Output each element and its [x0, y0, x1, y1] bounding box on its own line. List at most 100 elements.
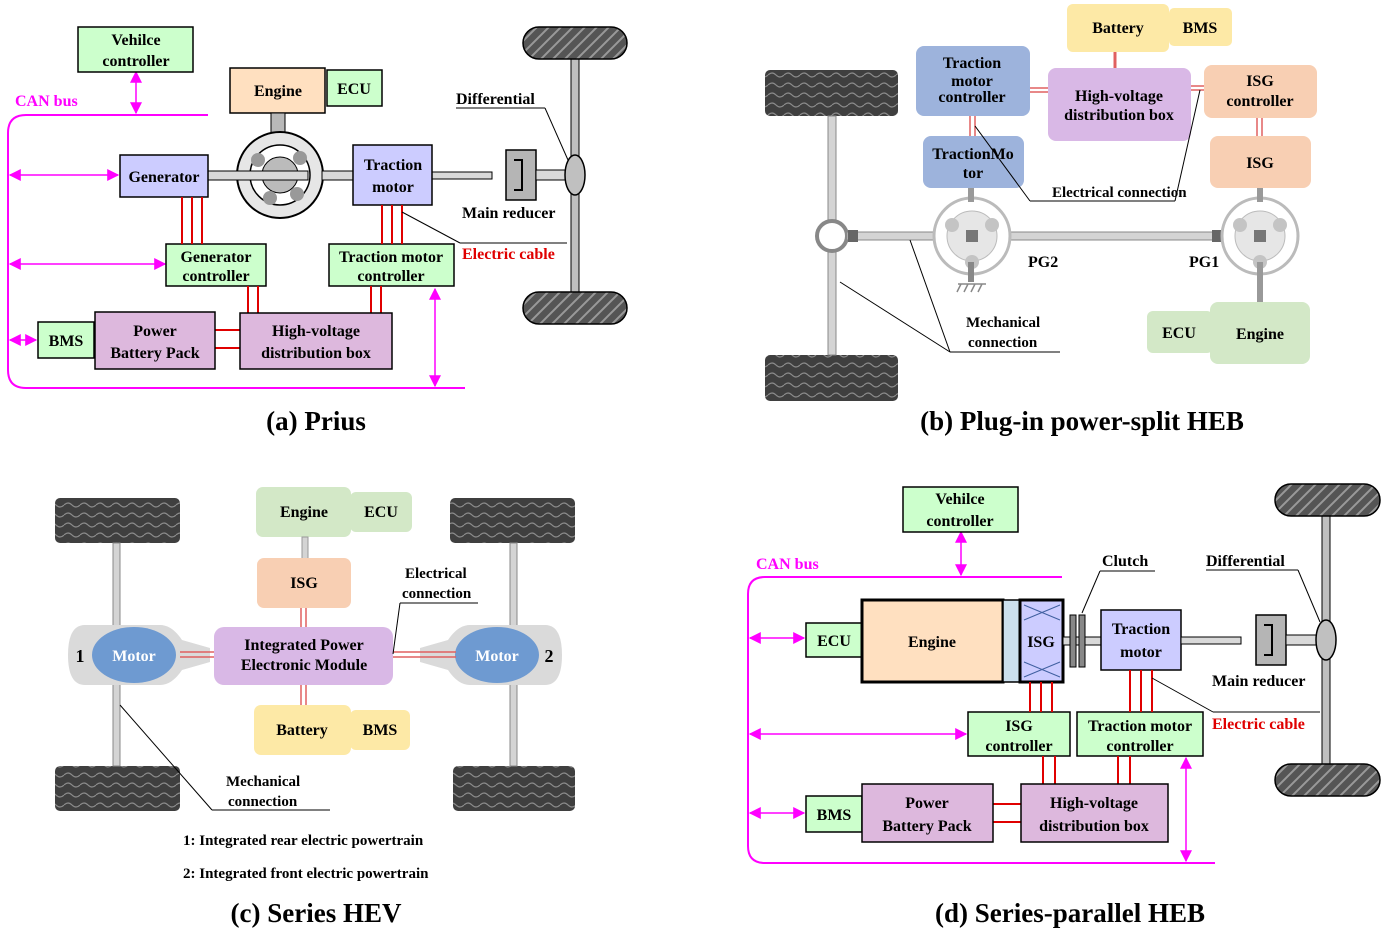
c-battery-label: Battery — [276, 722, 328, 739]
a-can-bus-label: CAN bus — [15, 93, 78, 110]
d-hv-line1: High-voltage — [1050, 795, 1138, 812]
a-bms-box — [37, 321, 95, 359]
d-wheel-bottom — [1274, 763, 1381, 797]
a-can-bus-line — [7, 114, 465, 389]
b-engine-label: Engine — [1236, 326, 1284, 343]
a-hv-box-line2: distribution box — [261, 345, 371, 362]
c-ipem-box — [214, 627, 393, 685]
c-wheel-front-top — [450, 498, 575, 543]
b-mech-line2: connection — [968, 335, 1038, 351]
panel-c: Motor 1 Motor 2 Engine ECU ISG Integrate… — [55, 487, 575, 928]
a-hv-box-line1: High-voltage — [272, 323, 360, 340]
a-wheel-top — [522, 26, 628, 60]
a-hv-distribution-box — [239, 312, 393, 370]
c-engine-label: Engine — [280, 504, 328, 521]
d-clutch-label: Clutch — [1102, 553, 1148, 570]
b-wheel-top — [765, 70, 898, 116]
panel-a: CAN bus Vehilce controller Engine ECU Ge… — [7, 26, 628, 436]
a-electric-cable-label: Electric cable — [462, 246, 555, 263]
a-engine-box — [229, 67, 326, 114]
a-traction-motor-line1: Traction — [364, 157, 422, 174]
d-isg-controller-line1: ISG — [1005, 718, 1033, 735]
c-caption: (c) Series HEV — [231, 898, 402, 928]
a-vehicle-controller-box — [77, 26, 194, 73]
b-electrical-connection-label: Electrical connection — [1052, 185, 1187, 201]
a-generator-label: Generator — [128, 169, 199, 186]
b-tmc-line3: controller — [938, 89, 1005, 106]
d-vehicle-controller-box — [902, 486, 1019, 533]
d-traction-motor-line1: Traction — [1112, 621, 1170, 638]
a-differential — [564, 154, 586, 196]
c-wheel-rear-bottom — [55, 766, 180, 811]
c-bms-label: BMS — [363, 722, 398, 739]
b-differential — [815, 219, 849, 253]
b-traction-motor-line1: TractionMo — [932, 146, 1013, 163]
d-tmc-line2: controller — [1106, 738, 1173, 755]
d-caption: (d) Series-parallel HEB — [935, 898, 1205, 928]
b-caption: (b) Plug-in power-split HEB — [920, 406, 1244, 436]
b-isg-controller-line1: ISG — [1246, 73, 1274, 90]
c-mech-line2: connection — [228, 794, 298, 810]
b-traction-motor-controller-box — [916, 46, 1030, 116]
d-ecu-label: ECU — [817, 633, 851, 650]
c-ipem-line2: Electronic Module — [241, 657, 367, 674]
a-caption: (a) Prius — [266, 406, 366, 436]
d-hv-distribution-box — [1020, 783, 1169, 843]
d-electric-cable-label: Electric cable — [1212, 716, 1305, 733]
c-num-2: 2 — [545, 646, 554, 666]
a-traction-motor-controller-line1: Traction motor — [339, 249, 443, 266]
c-electrical-line1: Electrical — [405, 566, 467, 582]
d-vehicle-controller-line1: Vehilce — [935, 491, 984, 508]
c-motor-right — [455, 627, 539, 683]
d-tmc-line1: Traction motor — [1088, 718, 1192, 735]
a-main-reducer-label: Main reducer — [462, 205, 555, 222]
b-mech-line1: Mechanical — [966, 315, 1040, 331]
c-ecu-label: ECU — [364, 504, 398, 521]
a-traction-motor-box — [352, 144, 433, 206]
a-power-battery-line1: Power — [133, 323, 177, 340]
c-wheel-rear-top — [55, 498, 180, 543]
d-power-battery-line1: Power — [905, 795, 949, 812]
d-traction-motor-box — [1100, 609, 1182, 671]
b-battery-label: Battery — [1092, 20, 1144, 37]
a-differential-label: Differential — [456, 91, 535, 108]
b-engine-box — [1210, 302, 1310, 364]
a-vehicle-controller-line1: Vehilce — [111, 32, 160, 49]
a-bms-label: BMS — [49, 333, 84, 350]
d-hv-line2: distribution box — [1039, 818, 1149, 835]
a-generator-box — [119, 154, 209, 198]
c-mech-line1: Mechanical — [226, 774, 300, 790]
panel-b: PG2 PG1 Battery BMS Traction motor contr… — [765, 4, 1317, 436]
d-wheel-top — [1274, 483, 1381, 517]
c-isg-label: ISG — [290, 575, 318, 592]
d-bms-box — [805, 795, 863, 833]
d-differential — [1315, 619, 1337, 661]
b-wheel-bottom — [765, 355, 898, 401]
d-isg-controller-box — [967, 711, 1071, 757]
b-bms-label: BMS — [1183, 20, 1218, 37]
a-wheel-bottom — [522, 291, 628, 325]
a-power-battery-pack-box — [94, 311, 216, 370]
a-generator-controller-box — [165, 243, 267, 287]
b-isg-controller-box — [1204, 65, 1317, 118]
d-power-battery-pack-box — [861, 783, 994, 843]
b-battery-box — [1067, 4, 1169, 52]
b-tmc-line2: motor — [951, 73, 993, 90]
a-vehicle-controller-line2: controller — [102, 53, 169, 70]
d-engine-label: Engine — [908, 634, 956, 651]
b-ecu-label: ECU — [1162, 325, 1196, 342]
a-traction-motor-line2: motor — [372, 179, 414, 196]
c-isg-box — [257, 558, 351, 608]
d-can-bus-label: CAN bus — [756, 556, 819, 573]
c-motor-left-label: Motor — [112, 648, 156, 665]
d-vehicle-controller-line2: controller — [926, 513, 993, 530]
c-electrical-line2: connection — [402, 586, 472, 602]
d-power-battery-line2: Battery Pack — [882, 818, 971, 835]
c-motor-left — [92, 627, 176, 683]
c-motor-right-label: Motor — [475, 648, 519, 665]
b-isg-controller-line2: controller — [1226, 93, 1293, 110]
b-hv-distribution-box — [1048, 68, 1191, 141]
c-legend-2: 2: Integrated front electric powertrain — [183, 866, 429, 882]
c-bms-box — [350, 710, 410, 750]
b-pg1-label: PG1 — [1189, 254, 1219, 271]
